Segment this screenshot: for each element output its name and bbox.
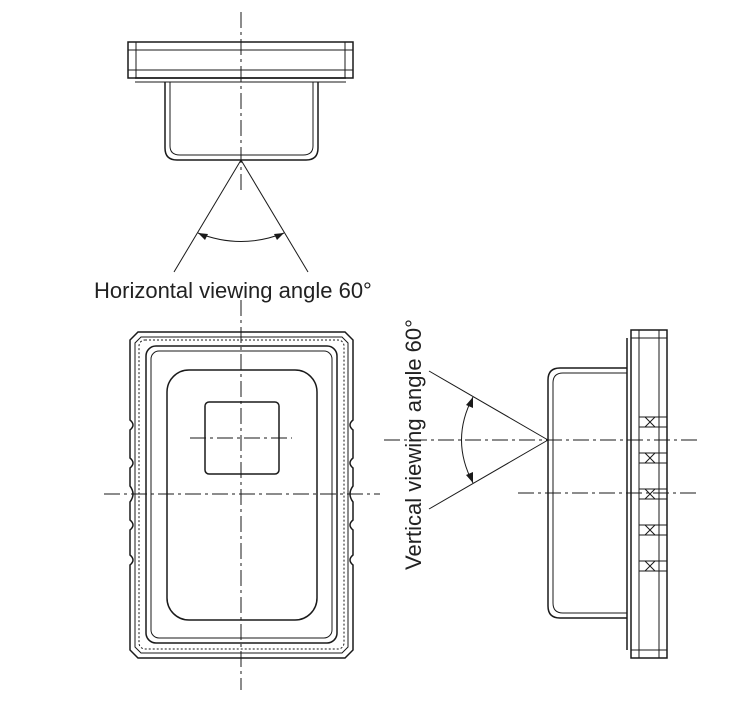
vertical-angle-label: Vertical viewing angle 60° <box>401 319 426 570</box>
side-view: Vertical viewing angle 60° <box>384 319 700 659</box>
side-view-flange <box>630 329 668 659</box>
vertical-angle-ray-top <box>428 370 549 441</box>
sensor-element <box>204 401 280 475</box>
horizontal-angle-label: Horizontal viewing angle 60° <box>94 278 372 303</box>
front-view-outer-frame <box>129 331 354 659</box>
front-view <box>104 300 380 690</box>
top-view: Horizontal viewing angle 60° <box>94 12 372 303</box>
horizontal-arc-arrow-right <box>274 233 284 240</box>
vertical-arc-arrow-bottom <box>466 472 473 483</box>
side-view-pins <box>638 416 668 572</box>
horizontal-angle-arc <box>197 232 285 242</box>
vertical-angle-ray-bottom <box>428 439 549 510</box>
horizontal-arc-arrow-left <box>198 233 208 240</box>
front-view-lens-window <box>166 369 318 621</box>
horizontal-angle-ray-right <box>240 159 309 273</box>
horizontal-angle-ray-left <box>173 159 242 273</box>
vertical-arc-arrow-top <box>466 397 473 408</box>
